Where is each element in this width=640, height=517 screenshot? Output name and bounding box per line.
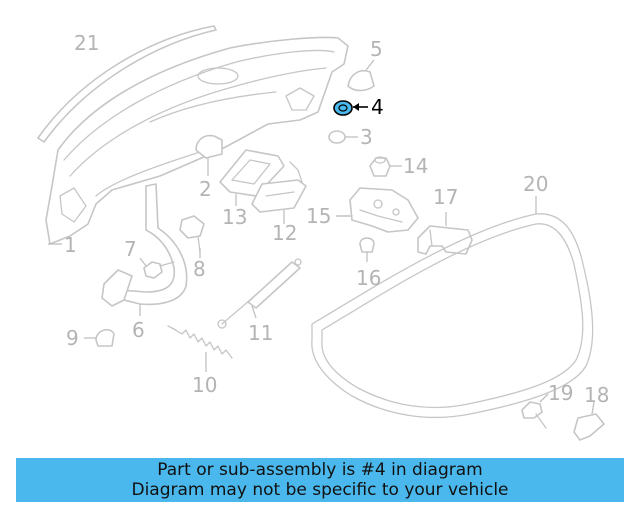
callout-18: 18 (584, 383, 609, 407)
part-14-nut (369, 156, 391, 177)
part-21-spoiler (37, 25, 217, 143)
leader-7 (139, 257, 147, 267)
callout-13: 13 (222, 205, 247, 229)
part-18-bracket (573, 413, 605, 441)
callout-20: 20 (523, 172, 548, 196)
callout-4: 4 (371, 95, 384, 119)
part-11-gas-strut (217, 258, 302, 329)
part-19-clip (521, 401, 547, 429)
callout-16: 16 (356, 266, 381, 290)
part-2-bumper (195, 134, 223, 159)
part-1-trunk-lid (45, 36, 349, 245)
arrow-4 (353, 103, 359, 111)
callout-3: 3 (360, 125, 373, 149)
part-4-grommet (333, 100, 353, 116)
part-10-spring (167, 325, 233, 359)
part-9-rubber-stop (95, 328, 115, 347)
leader-19 (539, 393, 549, 403)
callout-21: 21 (74, 31, 99, 55)
callout-2: 2 (199, 177, 212, 201)
banner-line-1: Part or sub-assembly is #4 in diagram (157, 460, 483, 480)
callout-5: 5 (370, 37, 383, 61)
part-8-bolt (179, 215, 205, 253)
part-6-hinge (101, 183, 188, 307)
callout-7: 7 (124, 237, 137, 261)
leader-11 (251, 305, 257, 319)
leader-18 (591, 401, 595, 415)
part-15-latch (337, 187, 419, 233)
callout-9: 9 (66, 326, 79, 350)
callout-17: 17 (433, 185, 458, 209)
part-17-striker-cover (417, 225, 473, 255)
callout-6: 6 (132, 318, 145, 342)
part-info-banner: Part or sub-assembly is #4 in diagram Di… (16, 458, 624, 502)
part-13-handle (219, 149, 285, 197)
callout-14: 14 (403, 154, 428, 178)
leader-5 (365, 59, 375, 71)
callout-12: 12 (272, 221, 297, 245)
callout-19: 19 (548, 381, 573, 405)
part-5-bump-stop (347, 70, 375, 92)
callout-8: 8 (193, 257, 206, 281)
part-20-weatherstrip (311, 213, 594, 419)
part-16-plug (359, 237, 375, 253)
banner-line-2: Diagram may not be specific to your vehi… (131, 480, 509, 500)
callout-1: 1 (64, 233, 77, 257)
part-12-lamp-housing (251, 161, 307, 213)
callout-11: 11 (248, 321, 273, 345)
callout-15: 15 (306, 204, 331, 228)
callout-10: 10 (192, 373, 217, 397)
part-3-washer (328, 130, 346, 144)
part-7-hinge-bolt (143, 261, 175, 279)
